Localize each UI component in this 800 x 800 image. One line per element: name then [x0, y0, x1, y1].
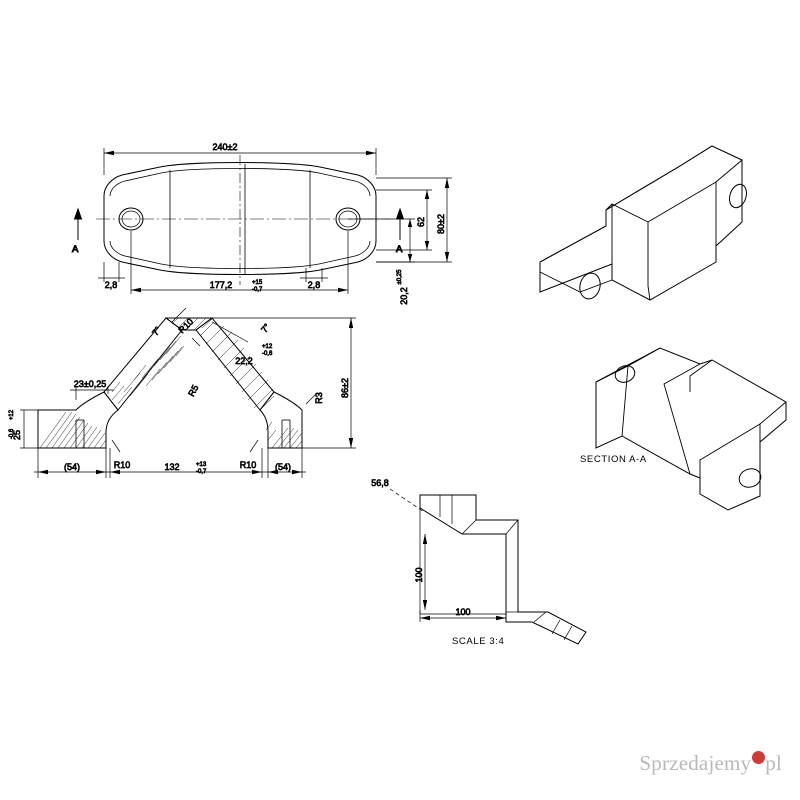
section-mark-right: A — [396, 244, 403, 255]
dim-hole-offset-tol: ±0,25 — [397, 269, 403, 285]
section-arrows: A A — [72, 207, 405, 256]
leader-568 — [389, 488, 425, 513]
dim-hole-offset: 20,2 — [399, 287, 409, 305]
scale-view-bend-d — [533, 611, 547, 623]
dim-base-left: (54) — [64, 462, 80, 472]
dim-width: 80±2 — [436, 214, 446, 234]
dim-r10-left: R10 — [114, 460, 131, 470]
dim-height-left-tol-lower: -0,6 — [9, 428, 15, 439]
leader-r5 — [191, 337, 201, 347]
scale-label: SCALE 3:4 — [452, 636, 504, 647]
watermark: Sprzedajemy pl — [639, 751, 782, 776]
section-aa-label: SECTION A-A — [580, 454, 647, 465]
watermark-badge — [752, 751, 766, 764]
dim-overall-height: 86±2 — [340, 378, 350, 398]
section-hole-right — [281, 419, 291, 448]
watermark-text: Sprzedajemy — [639, 751, 752, 775]
dim-r10-top: R10 — [177, 317, 196, 336]
iso-view-bottom — [595, 347, 787, 511]
iso-bottom-outline — [595, 347, 787, 511]
iso-bottom-edge-d — [689, 359, 713, 392]
top-view-dimensions: 240±2 177,2 +15 -0,7 2,8 2,8 80±2 62 — [98, 142, 452, 305]
dim-base-span-tol-lower: -0,7 — [196, 469, 207, 475]
ext-line-222 — [211, 321, 249, 343]
dim-height-left: 25 — [12, 430, 22, 440]
dim-angle-right: 7° — [259, 321, 272, 334]
scale-view-bend-a — [461, 519, 477, 535]
iso-bottom-hole-2 — [738, 468, 762, 488]
watermark-suffix: pl — [765, 751, 782, 775]
dim-overall-length: 240±2 — [213, 142, 238, 152]
dim-height-left-tol-upper: +12 — [9, 409, 15, 420]
iso-view-top — [539, 145, 747, 301]
scale-view — [419, 494, 587, 645]
dim-r10-right: R10 — [240, 460, 257, 470]
iso-top-hole-1 — [729, 183, 747, 209]
scale-view-dimensions: 56,8 100 100 — [371, 478, 507, 622]
leader-r10-top — [171, 307, 187, 323]
section-arrow-right-head — [395, 207, 405, 220]
dim-horizontal-100: 100 — [455, 607, 470, 617]
dim-height-right: 22,2 — [235, 356, 253, 366]
dim-left-edge: 2,8 — [105, 280, 118, 290]
section-arrow-left-head — [73, 207, 83, 220]
dim-vertical-100: 100 — [414, 567, 424, 582]
hatch-left-web — [111, 335, 185, 405]
scale-view-bend-b — [505, 519, 519, 535]
section-left-web — [103, 317, 183, 411]
dim-height-right-tol-upper: +12 — [262, 344, 273, 350]
leader-r10-right — [249, 439, 259, 453]
leader-r3 — [305, 393, 317, 405]
dim-r3: R3 — [314, 392, 324, 404]
dim-hole-pitch-tol-lower: -0,7 — [252, 287, 263, 293]
dim-offset-568: 56,8 — [371, 478, 389, 488]
hatch-right-web — [199, 321, 275, 411]
iso-bottom-hole-1 — [614, 365, 636, 383]
dim-right-edge: 2,8 — [308, 280, 321, 290]
hatch-right-flange — [265, 421, 303, 449]
iso-top-edge-f — [647, 285, 651, 301]
section-right-flange — [259, 391, 303, 449]
dim-base-span-tol-upper: +13 — [196, 462, 207, 468]
iso-top-edge-e — [605, 203, 613, 211]
dim-hole-pitch: 177,2 — [210, 280, 233, 290]
hatch-left — [39, 411, 107, 449]
leader-r10-left — [111, 439, 121, 453]
dim-base-span: 132 — [164, 462, 179, 472]
hatch-apex — [171, 317, 213, 331]
scale-view-line-h — [563, 625, 573, 641]
dim-r5: R5 — [186, 383, 200, 398]
scale-view-outline — [419, 494, 587, 645]
dim-base-right: (54) — [275, 462, 291, 472]
iso-bottom-edge-b — [595, 365, 629, 383]
section-view — [37, 317, 303, 449]
iso-top-hole-2 — [579, 272, 601, 300]
dim-hole-pitch-tol-upper: +15 — [252, 280, 263, 286]
dim-angle-left: 7° — [150, 324, 163, 337]
dim-inner-width: 62 — [416, 217, 426, 227]
iso-bottom-edge-f — [699, 423, 761, 478]
section-mark-left: A — [72, 244, 79, 255]
iso-top-outline — [539, 145, 743, 301]
top-view — [96, 155, 390, 285]
scale-view-line-g — [551, 619, 561, 635]
dim-thickness-left: 23±0,25 — [74, 379, 106, 389]
plate-outline — [103, 162, 377, 275]
dim-height-right-tol-lower: -0,6 — [262, 351, 273, 357]
section-hole-left — [75, 419, 85, 448]
section-view-dimensions: R10 7° 7° R5 22,2 +12 -0,6 23±0,25 25 +1… — [9, 307, 356, 478]
iso-bottom-edge-c — [663, 363, 701, 475]
